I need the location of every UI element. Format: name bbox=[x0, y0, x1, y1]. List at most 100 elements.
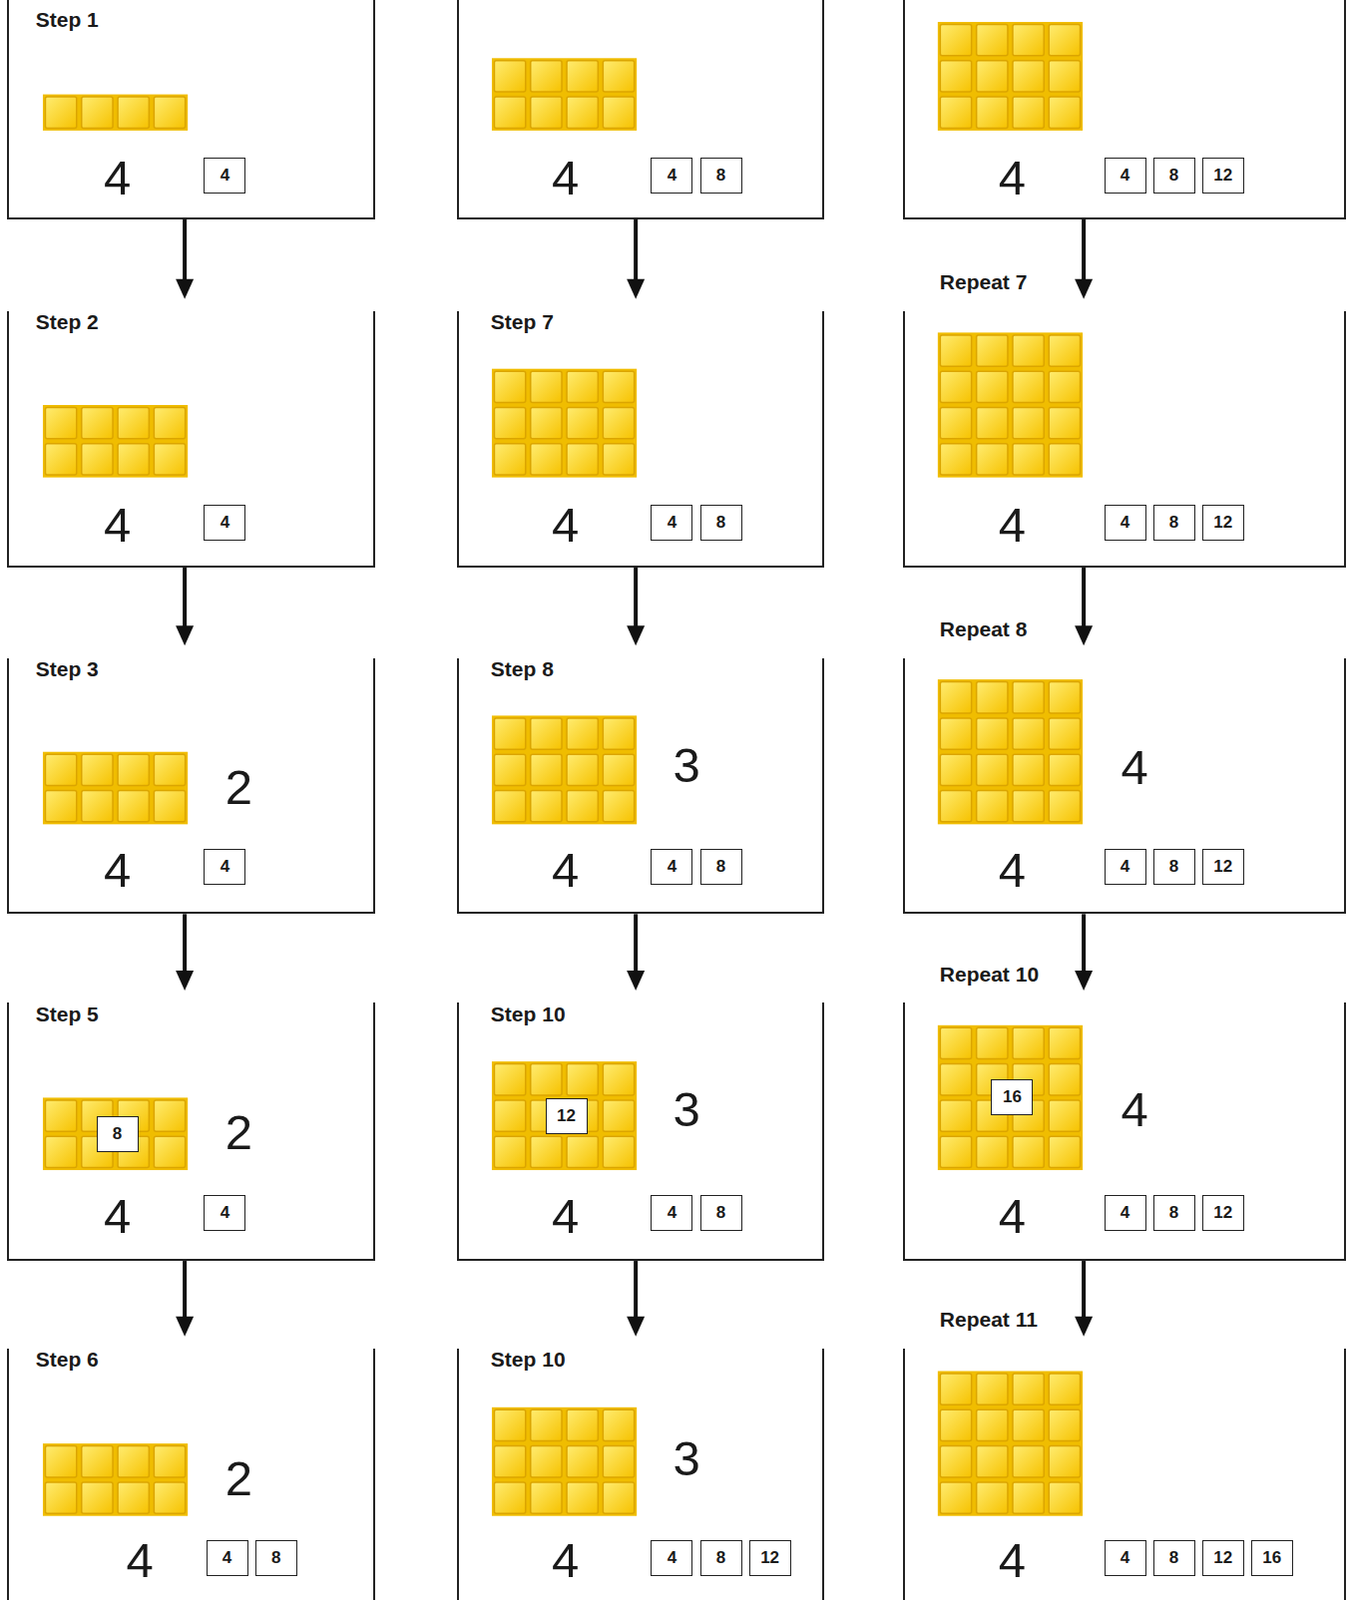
chocolate-piece bbox=[939, 754, 971, 786]
arrow-shaft bbox=[633, 219, 638, 282]
chocolate-bar bbox=[42, 405, 188, 478]
chocolate-piece bbox=[1048, 1064, 1080, 1096]
group-count: 3 bbox=[673, 741, 701, 791]
arrow-shaft bbox=[1081, 567, 1086, 629]
step-label: Repeat 8 bbox=[939, 617, 1028, 642]
chocolate-piece bbox=[1012, 23, 1044, 55]
total-marker: 16 bbox=[990, 1079, 1033, 1116]
chocolate-piece bbox=[1048, 23, 1080, 55]
flow-arrow bbox=[175, 567, 194, 647]
chocolate-bar bbox=[42, 94, 188, 131]
chocolate-piece bbox=[1048, 408, 1080, 440]
chocolate-piece bbox=[81, 754, 113, 786]
step-label: Step 7 bbox=[490, 310, 554, 335]
chocolate-piece bbox=[1012, 408, 1044, 440]
chocolate-bar bbox=[491, 57, 637, 131]
flow-arrow bbox=[1074, 219, 1093, 300]
chocolate-piece bbox=[566, 1136, 598, 1168]
chocolate-piece bbox=[1012, 1409, 1044, 1441]
chocolate-piece bbox=[81, 96, 113, 128]
chocolate-piece bbox=[1048, 60, 1080, 92]
chocolate-piece bbox=[1012, 1373, 1044, 1405]
skip-count-chip: 4 bbox=[203, 849, 246, 886]
chocolate-piece bbox=[44, 754, 76, 786]
group-size: 4 bbox=[551, 500, 579, 550]
chocolate-piece bbox=[976, 408, 1008, 440]
arrowhead bbox=[626, 970, 645, 991]
chocolate-piece bbox=[976, 96, 1008, 128]
chocolate-piece bbox=[566, 371, 598, 403]
chocolate-piece bbox=[976, 1482, 1008, 1514]
chocolate-piece bbox=[81, 1446, 113, 1478]
chocolate-bar bbox=[491, 1407, 637, 1517]
arrowhead bbox=[175, 1317, 194, 1338]
flow-arrow bbox=[626, 567, 645, 647]
chocolate-piece bbox=[1012, 371, 1044, 403]
chocolate-piece bbox=[530, 718, 562, 750]
total-marker: 8 bbox=[96, 1116, 139, 1153]
chocolate-piece bbox=[44, 1136, 76, 1168]
chocolate-piece bbox=[939, 371, 971, 403]
chocolate-piece bbox=[153, 1136, 185, 1168]
chocolate-piece bbox=[1048, 718, 1080, 750]
step-panel: Repeat 1016444812 bbox=[902, 1002, 1347, 1262]
chocolate-piece bbox=[44, 96, 76, 128]
step-panel: Step 58244 bbox=[6, 1002, 376, 1262]
arrowhead bbox=[175, 279, 194, 300]
skip-count-chip: 8 bbox=[1153, 157, 1196, 194]
chocolate-piece bbox=[939, 444, 971, 475]
step-panel: Repeat 744812 bbox=[902, 311, 1347, 568]
step-panel: Step 7448 bbox=[456, 311, 825, 568]
arrowhead bbox=[1074, 970, 1093, 991]
group-size: 4 bbox=[103, 846, 131, 896]
chocolate-piece bbox=[566, 1446, 598, 1478]
chocolate-piece bbox=[493, 718, 525, 750]
chocolate-piece bbox=[939, 96, 971, 128]
step-label: Repeat 7 bbox=[939, 270, 1028, 295]
chocolate-bar bbox=[937, 679, 1083, 825]
flow-arrow bbox=[626, 1261, 645, 1338]
step-label: Step 2 bbox=[35, 310, 99, 335]
chocolate-piece bbox=[530, 1064, 562, 1096]
chocolate-piece bbox=[493, 444, 525, 475]
group-count: 2 bbox=[225, 1108, 253, 1158]
chocolate-piece bbox=[939, 23, 971, 55]
chocolate-piece bbox=[1012, 335, 1044, 367]
chocolate-piece bbox=[153, 1482, 185, 1514]
step-panel: Step 10123448 bbox=[456, 1002, 825, 1262]
skip-count-chip: 12 bbox=[749, 1540, 792, 1577]
step-label: Repeat 11 bbox=[939, 1308, 1038, 1333]
skip-count-chip: 4 bbox=[203, 157, 246, 194]
group-size: 4 bbox=[998, 846, 1026, 896]
chocolate-piece bbox=[493, 1136, 525, 1168]
chocolate-piece bbox=[976, 1409, 1008, 1441]
group-count: 4 bbox=[1121, 1085, 1149, 1135]
step-label: Step 10 bbox=[490, 1348, 566, 1372]
chocolate-piece bbox=[493, 1446, 525, 1478]
group-size: 4 bbox=[998, 500, 1026, 550]
chocolate-piece bbox=[566, 408, 598, 440]
arrowhead bbox=[626, 625, 645, 646]
chocolate-piece bbox=[153, 444, 185, 475]
chocolate-bar bbox=[937, 21, 1083, 131]
chocolate-piece bbox=[153, 1100, 185, 1132]
chocolate-piece bbox=[566, 1482, 598, 1514]
group-count: 3 bbox=[673, 1085, 701, 1135]
skip-count-chip: 4 bbox=[206, 1540, 249, 1577]
chocolate-piece bbox=[493, 1409, 525, 1441]
arrowhead bbox=[1074, 1317, 1093, 1338]
skip-count-chip: 8 bbox=[1153, 1195, 1196, 1232]
skip-count-chip: 4 bbox=[203, 504, 246, 541]
skip-count-chip: 4 bbox=[1104, 1195, 1147, 1232]
skip-count-chip: 4 bbox=[650, 1540, 693, 1577]
chocolate-piece bbox=[976, 23, 1008, 55]
skip-count-chip: 12 bbox=[1202, 157, 1245, 194]
chocolate-bar bbox=[491, 1061, 637, 1171]
chocolate-piece bbox=[117, 444, 149, 475]
skip-count-chip: 4 bbox=[650, 157, 693, 194]
chocolate-piece bbox=[976, 754, 1008, 786]
arrow-shaft bbox=[182, 567, 187, 629]
chocolate-piece bbox=[976, 1446, 1008, 1478]
chocolate-piece bbox=[530, 60, 562, 92]
